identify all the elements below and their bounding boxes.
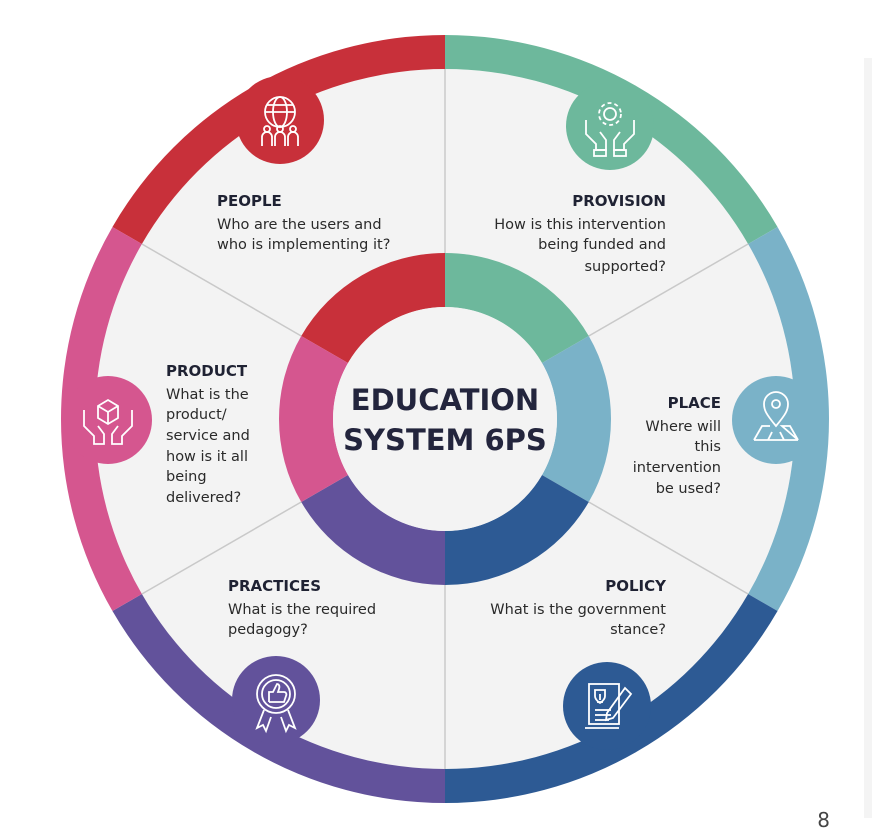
- document-pen-icon: [585, 683, 633, 729]
- center-title-line2: SYSTEM 6PS: [343, 423, 547, 457]
- inner-segment-provision: [445, 253, 589, 363]
- provision-title: PROVISION: [572, 192, 666, 210]
- globe-people-icon: [261, 96, 299, 146]
- provision-desc-line: being funded and: [538, 237, 666, 253]
- place-icon-badge: [732, 376, 820, 464]
- inner-segment-product: [278, 336, 349, 502]
- center-title-line1: EDUCATION: [351, 383, 539, 417]
- product-desc-line: product/: [166, 407, 227, 423]
- thumbs-up-badge-icon: [255, 674, 297, 734]
- inner-segment-people: [301, 253, 445, 363]
- outer-segment-provision: [445, 35, 778, 244]
- policy-icon-circle: [563, 662, 651, 750]
- divider-line: [588, 243, 749, 337]
- product-desc-line: how is it all: [166, 449, 248, 465]
- segment-people-text: PEOPLE Who are the users and who is impl…: [217, 192, 390, 253]
- people-desc-line: Who are the users and: [217, 217, 382, 233]
- inner-segment-policy: [445, 475, 589, 585]
- provision-icon-circle: [566, 82, 654, 170]
- segment-product-text: PRODUCT What is the product/ service and…: [166, 362, 250, 506]
- people-icon-badge: [236, 76, 324, 164]
- place-desc-line: be used?: [656, 481, 721, 497]
- edge-strip: [864, 58, 872, 818]
- hands-gear-icon: [585, 102, 635, 157]
- policy-desc-line: stance?: [610, 622, 666, 638]
- hands-box-icon: [83, 398, 133, 445]
- map-pin-icon: [753, 391, 799, 441]
- practices-desc-line: What is the required: [228, 602, 376, 618]
- place-desc-line: Where will: [645, 419, 721, 435]
- practices-icon-badge: [232, 656, 320, 744]
- people-desc-line: who is implementing it?: [217, 237, 390, 253]
- product-desc-line: What is the: [166, 387, 249, 403]
- outer-segment-product: [60, 227, 142, 611]
- divider-line: [141, 501, 302, 595]
- segment-provision-text: PROVISION How is this intervention being…: [494, 192, 666, 275]
- segment-policy-text: POLICY What is the government stance?: [490, 577, 667, 638]
- place-desc-line: intervention: [633, 460, 721, 476]
- divider-line: [141, 243, 302, 337]
- outer-segment-practices: [112, 594, 446, 803]
- practices-icon-circle: [232, 656, 320, 744]
- provision-desc-line: supported?: [585, 259, 667, 275]
- divider-line: [588, 501, 749, 595]
- segment-place-text: PLACE Where will this intervention be us…: [633, 394, 721, 497]
- people-icon-circle: [236, 76, 324, 164]
- outer-segment-policy: [445, 594, 778, 803]
- page-number: 8: [817, 808, 830, 832]
- segment-practices-text: PRACTICES What is the required pedagogy?: [228, 577, 376, 638]
- outer-segment-place: [748, 227, 829, 611]
- place-icon-circle: [732, 376, 820, 464]
- product-desc-line: being: [166, 469, 207, 485]
- inner-segment-place: [541, 336, 611, 502]
- product-desc-line: delivered?: [166, 490, 241, 506]
- product-icon-badge: [64, 376, 152, 464]
- provision-icon-badge: [566, 82, 654, 170]
- center-circle: [333, 307, 557, 531]
- product-title: PRODUCT: [166, 362, 248, 380]
- policy-icon-badge: [563, 662, 651, 750]
- place-title: PLACE: [668, 394, 721, 412]
- policy-desc-line: What is the government: [490, 602, 666, 618]
- people-title: PEOPLE: [217, 192, 282, 210]
- product-desc-line: service and: [166, 428, 250, 444]
- place-desc-line: this: [695, 439, 721, 455]
- inner-segment-practices: [301, 475, 445, 585]
- practices-title: PRACTICES: [228, 577, 321, 595]
- segment-dividers: [141, 69, 749, 769]
- policy-title: POLICY: [605, 577, 667, 595]
- provision-desc-line: How is this intervention: [494, 217, 666, 233]
- practices-desc-line: pedagogy?: [228, 622, 308, 638]
